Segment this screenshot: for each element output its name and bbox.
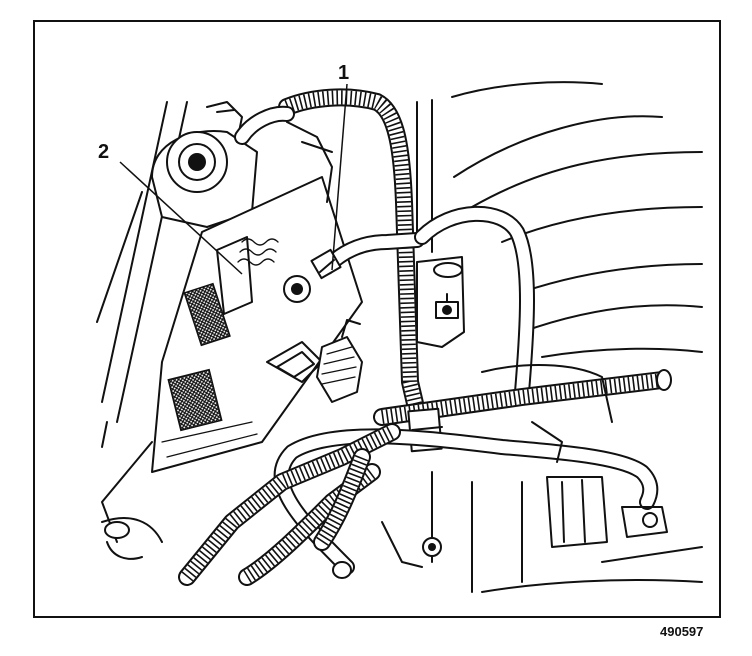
bracket-with-bolt: [416, 256, 465, 348]
electrical-connector: [316, 319, 363, 403]
spring-clips: [237, 238, 279, 266]
illustration-frame: [33, 20, 721, 618]
vent-line: [234, 105, 333, 203]
leader-line-1: [331, 83, 348, 271]
engine-lower-components: [381, 364, 703, 593]
return-hose-right: [414, 205, 535, 400]
callout-label-1: 1: [338, 62, 350, 84]
lower-clamp: [104, 521, 143, 560]
callout-label-2: 2: [98, 141, 110, 163]
leader-line-2: [119, 161, 243, 275]
module-panel: [151, 176, 363, 473]
corrugated-bundle-lower: [178, 423, 401, 586]
engine-compartment-illustration: [96, 81, 703, 593]
figure-number: 490597: [660, 624, 704, 639]
mount-bracket: [151, 101, 258, 228]
wiring-harness-upper: [278, 88, 426, 421]
